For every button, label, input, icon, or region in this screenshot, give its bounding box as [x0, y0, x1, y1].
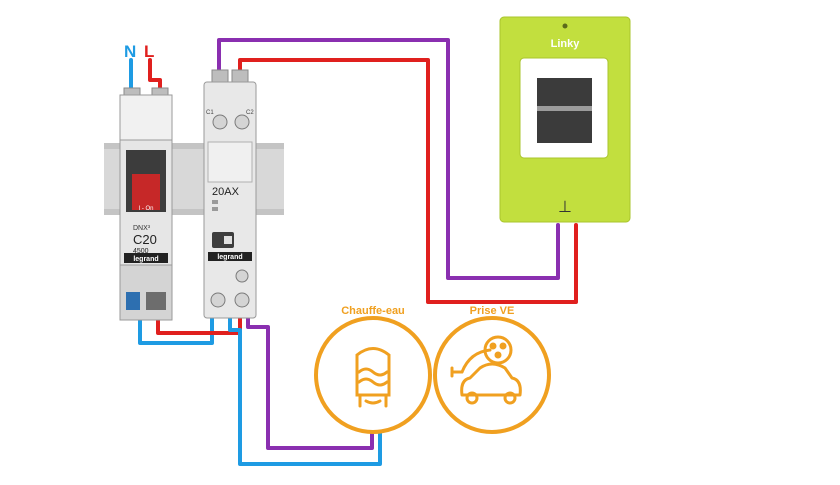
contactor-screw-c2 — [234, 114, 250, 130]
live-bottom-wire — [156, 316, 242, 335]
contactor-terminal-c1-label: C1 — [206, 110, 214, 116]
circuit-breaker: I - On DNX³ C20 4500 legrand — [119, 87, 173, 321]
meter-indicator — [562, 23, 568, 29]
contactor: C1 C2 20AX legrand — [203, 69, 257, 319]
live-wire-top — [238, 58, 578, 304]
breaker-top-cap — [119, 94, 173, 141]
contactor-led — [212, 200, 218, 204]
contactor-screw-mid — [235, 269, 249, 283]
breaker-brand: legrand — [133, 256, 158, 263]
meter-brand: Linky — [551, 38, 581, 50]
neutral-wire-load — [228, 316, 382, 466]
contactor-brand-plate — [208, 252, 252, 261]
contactor-body — [203, 81, 257, 319]
contactor-selector-knob — [224, 236, 232, 244]
neutral-label: N — [124, 42, 136, 61]
ev-car-icon — [450, 348, 522, 405]
breaker-model: DNX³ — [133, 225, 151, 232]
ev-socket-ring — [433, 316, 551, 434]
breaker-capacity: 4500 — [133, 248, 149, 255]
contactor-brand: legrand — [217, 254, 242, 261]
breaker-toggle[interactable] — [132, 174, 160, 210]
neutral-bottom-wire — [138, 316, 214, 345]
breaker-screw-window — [146, 292, 166, 310]
ev-socket-label: Prise VE — [470, 305, 515, 317]
ev-socket-load: Prise VE — [433, 305, 551, 434]
contactor-screw-bottom-right — [234, 292, 250, 308]
wires — [129, 38, 578, 466]
ev-plug-icon — [483, 335, 513, 365]
water-heater-label: Chauffe-eau — [341, 305, 405, 317]
water-heater-ring — [314, 316, 432, 434]
contactor-face — [207, 141, 253, 183]
contactor-led-2 — [212, 207, 218, 211]
contactor-screw-bottom-left — [210, 292, 226, 308]
meter-display-divider — [537, 106, 592, 111]
water-heater-load: Chauffe-eau — [314, 305, 432, 434]
din-rail-edge-bottom — [104, 209, 284, 215]
meter-contact-symbol: ⊥ — [558, 199, 572, 216]
live-label: L — [144, 42, 154, 61]
contactor-screw-c1 — [212, 114, 228, 130]
control-wire-load — [246, 316, 374, 450]
breaker-toggle-label: I - On — [138, 206, 153, 212]
din-rail-edge — [104, 143, 284, 149]
linky-meter: Linky ⊥ — [499, 16, 631, 223]
breaker-rating: C20 — [133, 232, 157, 247]
live-input-wire — [148, 58, 162, 94]
control-wire-top — [217, 38, 560, 280]
contactor-rating: 20AX — [212, 186, 240, 198]
water-heater-icon — [355, 347, 391, 408]
breaker-neutral-window — [126, 292, 140, 310]
breaker-brand-plate — [124, 253, 168, 263]
contactor-terminal-c2-label: C2 — [246, 110, 254, 116]
